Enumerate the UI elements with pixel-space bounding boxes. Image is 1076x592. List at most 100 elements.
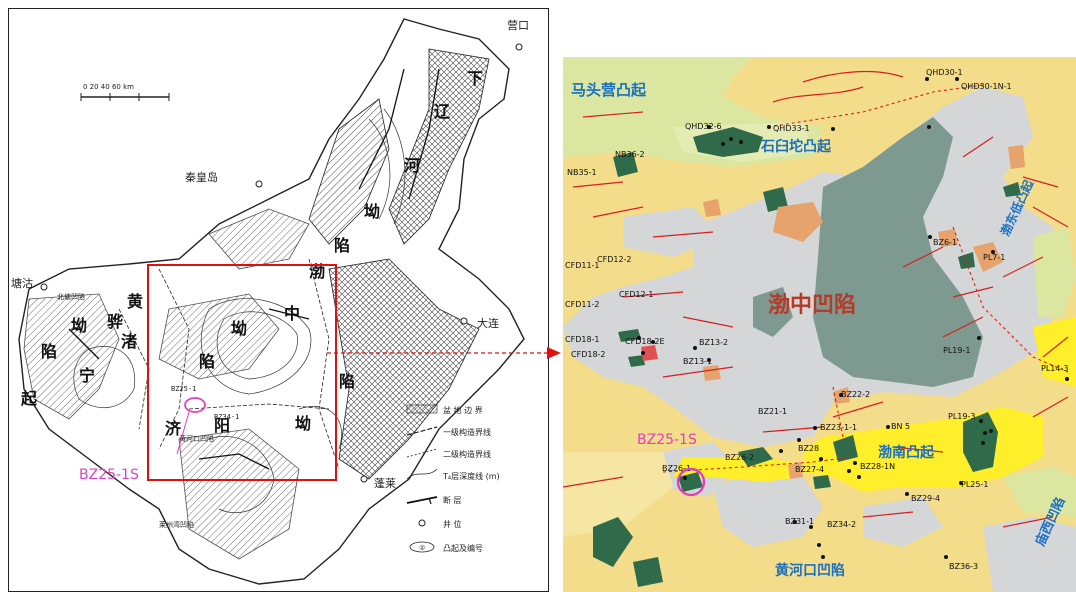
char-ao2: 坳 xyxy=(71,316,87,335)
well-label: BZ22-2 xyxy=(841,390,870,399)
well-label: BZ31-1 xyxy=(785,517,814,526)
bozhong-deep xyxy=(813,117,983,387)
well-label: QHD30-1 xyxy=(926,68,963,77)
uplift-hatch-liaodong xyxy=(388,48,490,245)
region-bonan: 渤南凸起 xyxy=(878,444,935,461)
region-shijiutuo: 石臼坨凸起 xyxy=(760,138,832,155)
label-laizhouwan: 莱州湾凹陷 xyxy=(159,520,194,529)
well-label: CFD12-1 xyxy=(619,290,654,299)
well-label: CFD18-2 xyxy=(571,350,606,359)
svg-text:②: ② xyxy=(419,544,425,552)
dashed-trend-lines xyxy=(662,84,1069,473)
region-huanghekou: 黄河口凹陷 xyxy=(775,562,845,579)
svg-text:T₄层深度线 (m): T₄层深度线 (m) xyxy=(442,471,500,481)
label-bz34: BZ34-1 xyxy=(214,413,239,421)
char-ning: 宁 xyxy=(79,366,95,385)
label-bz25: BZ25-1 xyxy=(171,385,196,393)
well-label: PL14-3 xyxy=(1041,364,1068,373)
enlarge-arrow xyxy=(327,347,561,359)
char-ao4: 坳 xyxy=(295,414,311,433)
legend-item-well: 井 位 xyxy=(418,519,462,529)
well-label: PL19-1 xyxy=(943,346,970,355)
well-label: CFD18-1 xyxy=(565,335,600,344)
legend-item-second-order: 二级构造界线 xyxy=(406,448,491,459)
city-tanggu: 塘沽 xyxy=(11,276,33,290)
city-dalian: 大连 xyxy=(477,316,499,330)
char-zhong: 中 xyxy=(284,304,300,323)
char-xian: 陷 xyxy=(334,236,350,255)
well-label: CFD11-1 xyxy=(565,261,600,270)
well-label: BZ13-2 xyxy=(699,338,728,347)
well-label: BZ23-1-1 xyxy=(820,423,857,432)
legend-item-depth: T₄层深度线 (m) xyxy=(406,468,500,481)
uplift-hatch-chengning xyxy=(158,293,280,380)
char-xian3: 陷 xyxy=(199,352,215,371)
region-bozhong: 渤中凹陷 xyxy=(768,292,856,318)
well-label: PL25-1 xyxy=(961,480,988,489)
char-bo: 渤 xyxy=(309,262,325,281)
legend-item-fault: 断 层 xyxy=(406,495,462,505)
well-label: BZ27-4 xyxy=(795,465,824,474)
svg-text:井 位: 井 位 xyxy=(443,519,462,529)
target-label-right: BZ25-1S xyxy=(637,432,697,448)
svg-text:一级构造界线: 一级构造界线 xyxy=(443,427,491,437)
well-label: BZ6-1 xyxy=(933,238,957,247)
legend: 盆 地 边 界 一级构造界线 二级构造界线 T₄层深度线 (m) 断 层 xyxy=(406,404,500,553)
well-label: PL19-3 xyxy=(948,412,975,421)
scale-bar: 0 20 40 60 km xyxy=(80,83,170,101)
well-label: BZ28-1N xyxy=(860,462,895,471)
well-label: CFD18-2E xyxy=(625,337,665,346)
oil-fields xyxy=(593,127,1021,587)
well-label: BZ28 xyxy=(798,444,819,453)
char-he: 河 xyxy=(404,156,420,175)
uplift-hatch-east xyxy=(328,258,480,480)
char-huang: 黄 xyxy=(127,292,143,311)
uplift-hatch-north xyxy=(208,208,310,270)
enlarged-area-frame xyxy=(147,264,337,481)
city-penglai: 蓬莱 xyxy=(374,477,396,490)
target-ellipse xyxy=(184,397,206,413)
well-label: QHD32-6 xyxy=(685,122,722,131)
legend-item-uplift-number: ② 凸起及编号 xyxy=(409,541,483,553)
well-label: CFD11-2 xyxy=(565,300,600,309)
char-liao: 辽 xyxy=(434,102,451,121)
well-label: BZ26-1 xyxy=(662,464,691,473)
label-beitang: 北塘凹陷 xyxy=(57,292,85,301)
target-circle xyxy=(676,467,706,497)
well-label: QHD33-1 xyxy=(773,124,810,133)
well-label: PL7-1 xyxy=(983,253,1005,262)
char-xia: 下 xyxy=(467,69,483,88)
well-dots xyxy=(637,77,1069,559)
well-label: CFD12-2 xyxy=(597,255,632,264)
well-label: BN 5 xyxy=(891,422,910,431)
svg-text:盆 地 边 界: 盆 地 边 界 xyxy=(443,405,483,415)
target-label-left: BZ25-1S xyxy=(79,467,139,483)
legend-item-first-order: 一级构造界线 xyxy=(406,426,491,437)
well-label: BZ29-4 xyxy=(911,494,940,503)
char-xian2: 陷 xyxy=(41,342,57,361)
well-label: BZ13-1 xyxy=(683,357,712,366)
huanghekou-basin xyxy=(713,467,823,547)
svg-text:凸起及编号: 凸起及编号 xyxy=(443,543,483,553)
gas-fields xyxy=(641,145,1025,479)
char-qi: 起 xyxy=(20,389,38,408)
regional-structure-map: 0 20 40 60 km 营口 秦皇岛 大连 蓬莱 塘沽 下 辽 河 坳 陷 … xyxy=(8,8,549,592)
well-label: BZ21-1 xyxy=(758,407,787,416)
region-matouying: 马头营凸起 xyxy=(571,81,647,99)
label-huanghekou: 黄河口凹陷 xyxy=(179,434,214,443)
well-label: QHD30-1N-1 xyxy=(961,82,1012,91)
char-ao: 坳 xyxy=(364,202,380,221)
char-xian4: 陷 xyxy=(339,372,355,391)
uplift-hatch-south xyxy=(178,428,300,560)
city-markers xyxy=(40,43,523,483)
well-label: NB36-2 xyxy=(615,150,645,159)
target-leader xyxy=(176,411,190,455)
uplift-hatch-west xyxy=(23,293,120,420)
legend-item-boundary: 盆 地 边 界 xyxy=(406,404,483,415)
fault-lines xyxy=(563,70,1069,528)
faults xyxy=(68,68,440,470)
svg-text:断 层: 断 层 xyxy=(443,495,462,505)
city-qinhuangdao: 秦皇岛 xyxy=(185,170,218,184)
well-label: BZ34-2 xyxy=(827,520,856,529)
char-ao3: 坳 xyxy=(231,319,247,338)
